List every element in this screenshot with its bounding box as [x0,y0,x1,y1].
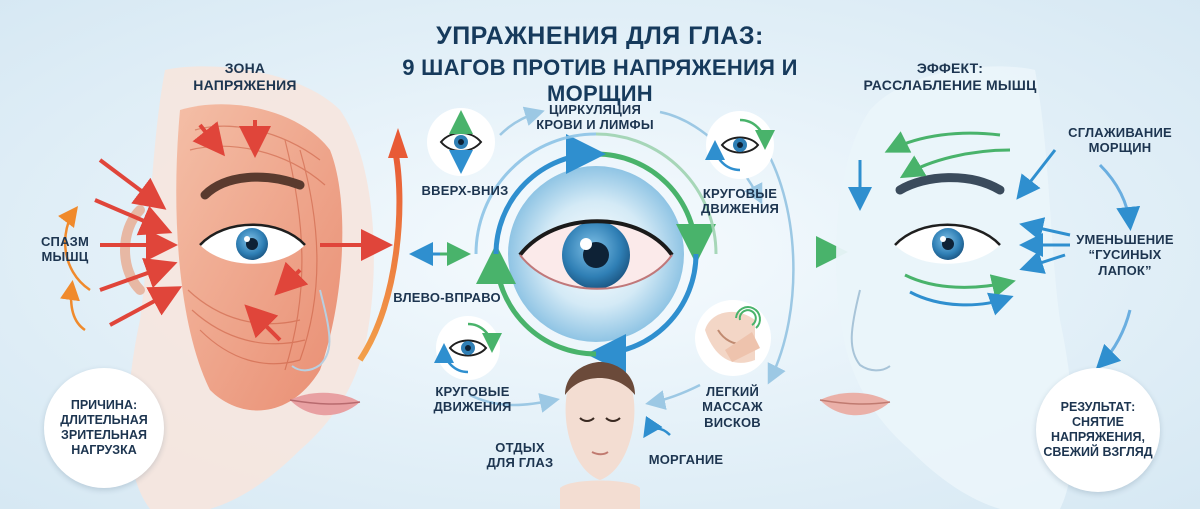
eye-rest-label: ОТДЫХ ДЛЯ ГЛАЗ [486,440,554,471]
title-line-2: 9 ШАГОВ ПРОТИВ НАПРЯЖЕНИЯ И МОРЩИН [402,55,798,106]
resting-face-icon [560,362,671,509]
spasm-arrows [94,120,393,342]
cause-bubble: ПРИЧИНА: ДЛИТЕЛЬНАЯ ЗРИТЕЛЬНАЯ НАГРУЗКА [44,368,164,488]
orange-curve-1 [58,205,91,292]
up-down-icon [427,108,495,176]
tension-arc [357,149,403,362]
circular-motion-icon-top [705,111,775,179]
page-title: УПРАЖНЕНИЯ ДЛЯ ГЛАЗ: 9 ШАГОВ ПРОТИВ НАПР… [360,22,840,107]
blinking-label: МОРГАНИЕ [648,452,724,467]
muscle-spasm-label: СПАЗМ МЫШЦ [40,234,90,265]
circular-motion-icon-bottom [434,316,502,380]
circulation-label: ЦИРКУЛЯЦИЯ КРОВИ И ЛИМФЫ [536,102,654,133]
up-down-label: ВВЕРХ-ВНИЗ [421,183,509,198]
temple-massage-label: ЛЕГКИЙ МАССАЖ ВИСКОВ [702,384,763,430]
temple-massage-icon [695,300,771,376]
effect-label: ЭФФЕКТ: РАССЛАБЛЕНИЕ МЫШЦ [863,60,1037,93]
center-eye [474,132,718,374]
circular-bottom-label: КРУГОВЫЕ ДВИЖЕНИЯ [433,384,512,415]
tension-zone-label: ЗОНА НАПРЯЖЕНИЯ [193,60,297,93]
left-face [120,66,374,509]
crows-feet-label: УМЕНЬШЕНИЕ “ГУСИНЫХ ЛАПОК” [1076,232,1174,278]
left-right-label: ВЛЕВО-ВПРАВО [393,290,501,305]
wrinkle-smoothing-label: СГЛАЖИВАНИЕ МОРЩИН [1068,125,1172,156]
circular-top-label: КРУГОВЫЕ ДВИЖЕНИЯ [700,186,780,217]
title-line-1: УПРАЖНЕНИЯ ДЛЯ ГЛАЗ: [436,22,764,50]
smoothing-arrows [848,131,1141,370]
result-bubble: РЕЗУЛЬТАТ: СНЯТИЕ НАПРЯЖЕНИЯ, СВЕЖИЙ ВЗГ… [1036,368,1160,492]
